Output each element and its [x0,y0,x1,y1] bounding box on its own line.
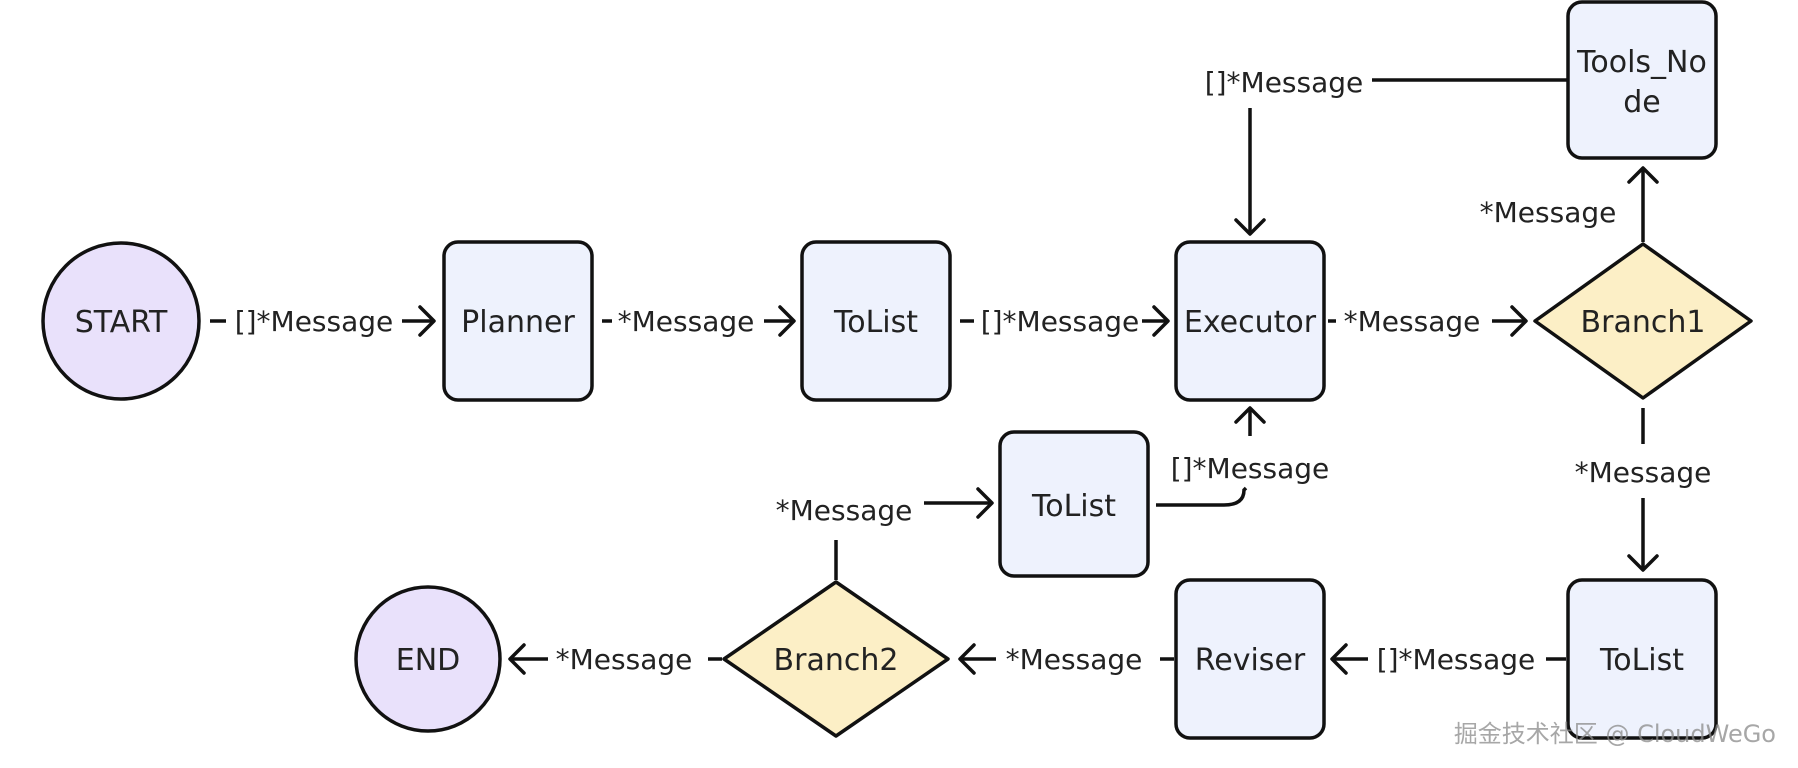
node-branch2: Branch2 [722,580,950,738]
node-label-executor: Executor [1184,305,1317,340]
edge-label-tolist-reviser: []*Message [1377,643,1536,676]
edge-label-branch2-end: *Message [556,643,693,676]
node-planner: Planner [442,240,594,402]
edge-executor-branch1: *Message [1328,305,1528,338]
node-label-tools-node-line2: de [1623,85,1661,120]
edge-label-planner-tolist: *Message [618,305,755,338]
node-label-tolist-bottom-right: ToList [1599,643,1684,678]
edge-reviser-branch2: *Message [958,643,1174,676]
edge-label-reviser-branch2: *Message [1006,643,1143,676]
node-branch1: Branch1 [1533,242,1753,400]
edge-label-branch1-tools: *Message [1480,196,1617,229]
edge-label-branch2-tolist: *Message [776,494,913,527]
node-label-branch2: Branch2 [774,643,899,678]
node-tolist-top: ToList [800,240,952,402]
edge-tolist-executor-lower: []*Message [1156,406,1330,507]
edge-tolist-reviser: []*Message [1330,643,1566,676]
node-label-branch1: Branch1 [1581,305,1706,340]
node-label-reviser: Reviser [1195,643,1306,678]
node-executor: Executor [1174,240,1326,402]
node-label-tools-node-line1: Tools_No [1576,45,1707,80]
node-label-tolist-middle: ToList [1031,489,1116,524]
edge-label-start-planner: []*Message [235,305,394,338]
edge-tools-executor: []*Message [1205,66,1568,236]
edge-label-executor-branch1: *Message [1344,305,1481,338]
node-tolist-middle: ToList [998,430,1150,578]
node-label-end: END [396,643,461,678]
node-label-tolist-top: ToList [833,305,918,340]
edge-label-tolist-executor: []*Message [981,305,1140,338]
node-reviser: Reviser [1174,578,1326,740]
watermark: 掘金技术社区 @ CloudWeGo [1454,720,1776,748]
edge-branch2-tolist: *Message [776,487,994,580]
node-tolist-bottom-right: ToList [1566,578,1718,740]
edge-branch2-end: *Message [508,643,722,676]
edge-label-tolist-executor-lower: []*Message [1171,452,1330,485]
edge-start-planner: []*Message [210,305,436,338]
edge-tolist-executor: []*Message [960,305,1170,338]
edge-label-tools-executor: []*Message [1205,66,1364,99]
node-start: START [41,241,201,401]
node-end: END [354,585,502,733]
node-label-planner: Planner [461,305,575,340]
edge-planner-tolist: *Message [602,305,796,338]
edge-label-branch1-tolist: *Message [1575,456,1712,489]
node-label-start: START [75,305,168,340]
edge-branch1-tolist: *Message [1575,408,1712,572]
node-tools-node: Tools_No de [1566,0,1718,160]
edge-branch1-tools: *Message [1480,166,1659,242]
